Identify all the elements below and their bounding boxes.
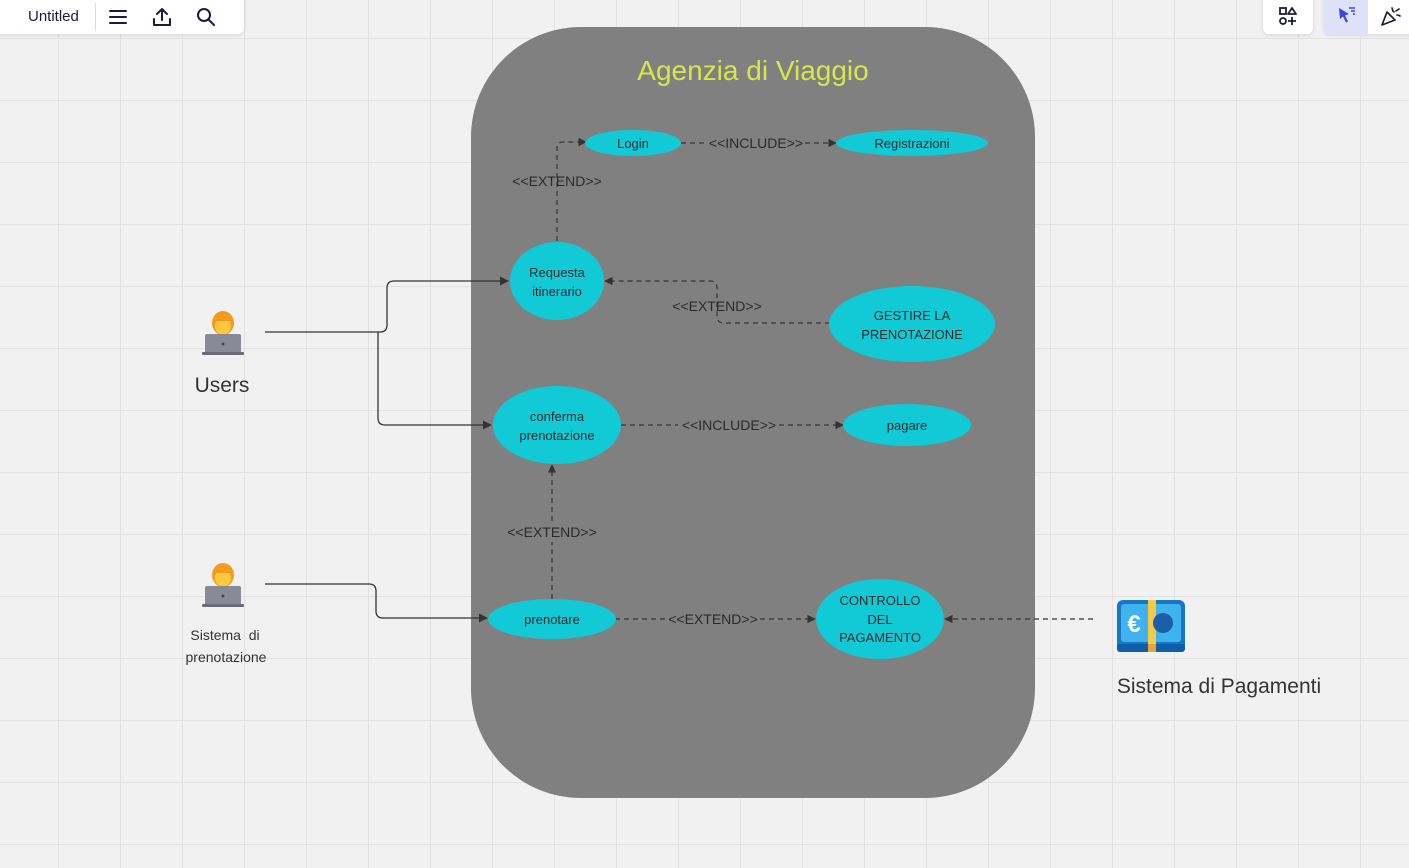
use-case-gestire-prenotazione[interactable]: GESTIRE LA PRENOTAZIONE — [829, 286, 995, 362]
system-title: Agenzia di Viaggio — [637, 55, 868, 86]
use-case-conferma-prenotazione[interactable]: conferma prenotazione — [493, 386, 621, 464]
shapes-toolbar — [1263, 0, 1313, 34]
use-case-gestire-label-2: PRENOTAZIONE — [861, 327, 963, 342]
use-case-controllo-label-2: DEL — [867, 612, 892, 627]
search-icon — [196, 8, 215, 26]
richiesta-to-login-edge — [556, 137, 587, 241]
relation-label-login-include: <<INCLUDE>> — [709, 135, 803, 151]
use-case-gestire-label-1: GESTIRE LA — [874, 308, 951, 323]
use-case-conferma-label-1: conferma — [530, 409, 585, 424]
connectors — [265, 276, 509, 623]
sistema-to-prenotare-edge — [265, 583, 488, 623]
use-case-richiesta-label-1: Requesta — [529, 265, 585, 280]
svg-text:€: € — [1127, 611, 1140, 638]
pointer-button[interactable] — [1324, 0, 1368, 36]
shapes-button[interactable] — [1266, 0, 1310, 36]
actor-sistema-pagamenti-label: Sistema di Pagamenti — [1117, 675, 1321, 698]
actor-users-label: Users — [195, 374, 250, 397]
use-case-registrazioni-label: Registrazioni — [874, 136, 949, 151]
gestire-to-richiesta-edge — [604, 276, 830, 324]
use-case-richiesta-label-2: itinerario — [532, 284, 582, 299]
users-to-conferma-edge — [377, 332, 492, 430]
use-case-login-label: Login — [617, 136, 649, 151]
technologist-icon — [202, 311, 244, 355]
cursor-icon — [1339, 7, 1355, 23]
actor-sistema-prenotazione-label-1: Sistema di — [190, 627, 259, 643]
actor-users[interactable]: Users — [195, 311, 250, 397]
dashed-relations — [552, 142, 1093, 619]
users-to-richiesta-edge — [265, 276, 509, 333]
use-case-controllo-label-3: PAGAMENTO — [839, 630, 921, 645]
euro-banknote-icon: € — [1117, 600, 1185, 652]
shapes-add-icon — [1279, 7, 1297, 25]
hamburger-menu-icon — [108, 10, 127, 24]
use-case-prenotare[interactable]: prenotare — [488, 599, 616, 639]
document-title[interactable]: Untitled — [0, 3, 96, 31]
upload-icon — [152, 8, 171, 26]
use-case-pagare-label: pagare — [887, 418, 927, 433]
use-case-login[interactable]: Login — [585, 130, 681, 156]
search-button[interactable] — [184, 0, 228, 37]
use-case-registrazioni[interactable]: Registrazioni — [836, 130, 988, 156]
use-case-controllo-label-1: CONTROLLO — [840, 593, 921, 608]
party-popper-icon — [1381, 7, 1401, 26]
relation-label-gestire-extend: <<EXTEND>> — [672, 298, 762, 314]
actor-sistema-pagamenti[interactable]: € Sistema di Pagamenti — [1117, 600, 1321, 698]
top-left-toolbar: Untitled — [0, 0, 244, 34]
use-case-pagare[interactable]: pagare — [843, 404, 971, 446]
relation-label-prenotare-extend: <<EXTEND>> — [507, 524, 597, 540]
use-case-controllo-pagamento[interactable]: CONTROLLO DEL PAGAMENTO — [816, 579, 944, 659]
use-case-prenotare-label: prenotare — [524, 612, 580, 627]
celebrate-button[interactable] — [1368, 0, 1409, 36]
reactions-toolbar — [1324, 0, 1409, 36]
actor-sistema-prenotazione-label-2: prenotazione — [186, 649, 267, 665]
actor-sistema-prenotazione[interactable]: Sistema di prenotazione — [186, 563, 267, 665]
use-case-conferma-label-2: prenotazione — [519, 428, 594, 443]
technologist-icon — [202, 563, 244, 607]
use-case-richiesta-itinerario[interactable]: Requesta itinerario — [510, 242, 604, 320]
menu-button[interactable] — [96, 0, 140, 37]
relation-label-controllo-extend: <<EXTEND>> — [668, 611, 758, 627]
relation-label-pagare-include: <<INCLUDE>> — [682, 417, 776, 433]
export-button[interactable] — [140, 0, 184, 37]
relation-label-login-extend: <<EXTEND>> — [512, 173, 602, 189]
